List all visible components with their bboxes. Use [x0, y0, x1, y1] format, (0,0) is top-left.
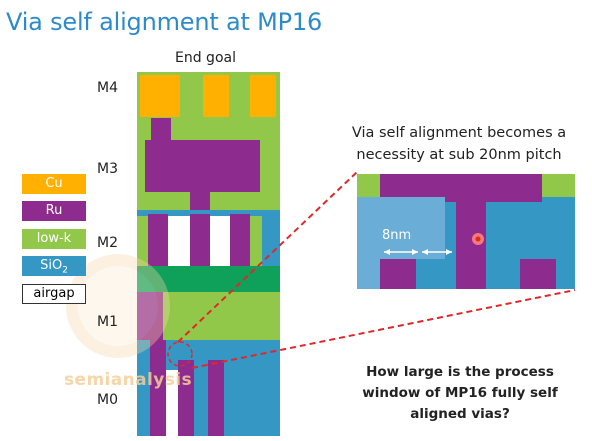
layer-label-m0: M0 [97, 392, 118, 408]
m2-airgap-2 [212, 216, 228, 268]
m0-ru-via-3 [208, 360, 224, 436]
m2-ru-line-2 [190, 214, 210, 272]
question-text: How large is the process window of MP16 … [362, 364, 558, 422]
m4-cu-line-3 [250, 75, 276, 117]
legend-airgap: airgap [22, 284, 86, 304]
m4-cu-line-1 [140, 75, 180, 117]
watermark-text: semianalysis [64, 370, 193, 390]
sio2-column-m2 [262, 210, 280, 268]
legend-ru: Ru [22, 201, 86, 221]
zoom-airgap-left [416, 259, 456, 289]
m0-airgap [166, 370, 178, 436]
layer-label-m4: M4 [97, 80, 118, 96]
callout-line-bottom [191, 289, 576, 369]
dimension-label: 8nm [382, 228, 412, 243]
m3-via-1 [151, 118, 171, 140]
callout-line-top [177, 171, 358, 343]
zoom-origin-circle [167, 341, 193, 367]
etch-stop-band [137, 266, 280, 292]
legend-lowk: low-k [22, 229, 86, 249]
m3-via-2 [190, 190, 210, 214]
sio2-thin-top [137, 210, 262, 216]
m1-ru-line [137, 292, 163, 340]
m2-ru-line-3 [230, 214, 250, 272]
layer-label-m3: M3 [97, 161, 118, 177]
layer-label-m2: M2 [97, 235, 118, 251]
layer-label-m1: M1 [97, 314, 118, 330]
zoom-note: Via self alignment becomes a necessity a… [351, 125, 567, 163]
m2-lowk-sliver-2 [250, 216, 262, 268]
zoom-ru-left [380, 259, 416, 289]
zoom-ru-right [520, 259, 556, 289]
page-title: Via self alignment at MP16 [6, 8, 323, 36]
legend-sio2: SiO2 [22, 256, 86, 276]
m2-ru-line-1 [148, 214, 168, 272]
m2-lowk-sliver [137, 216, 148, 268]
m4-cu-line-2 [203, 75, 229, 117]
m2-airgap-1 [170, 216, 188, 268]
m0-ru-via-1 [150, 340, 166, 436]
legend-cu: Cu [22, 174, 86, 194]
zoom-via-stem [456, 200, 486, 289]
watermark-logo [66, 254, 170, 358]
stack-caption: End goal [175, 50, 236, 66]
m3-ru-block [145, 140, 260, 192]
m0-ru-via-2 [178, 360, 194, 436]
